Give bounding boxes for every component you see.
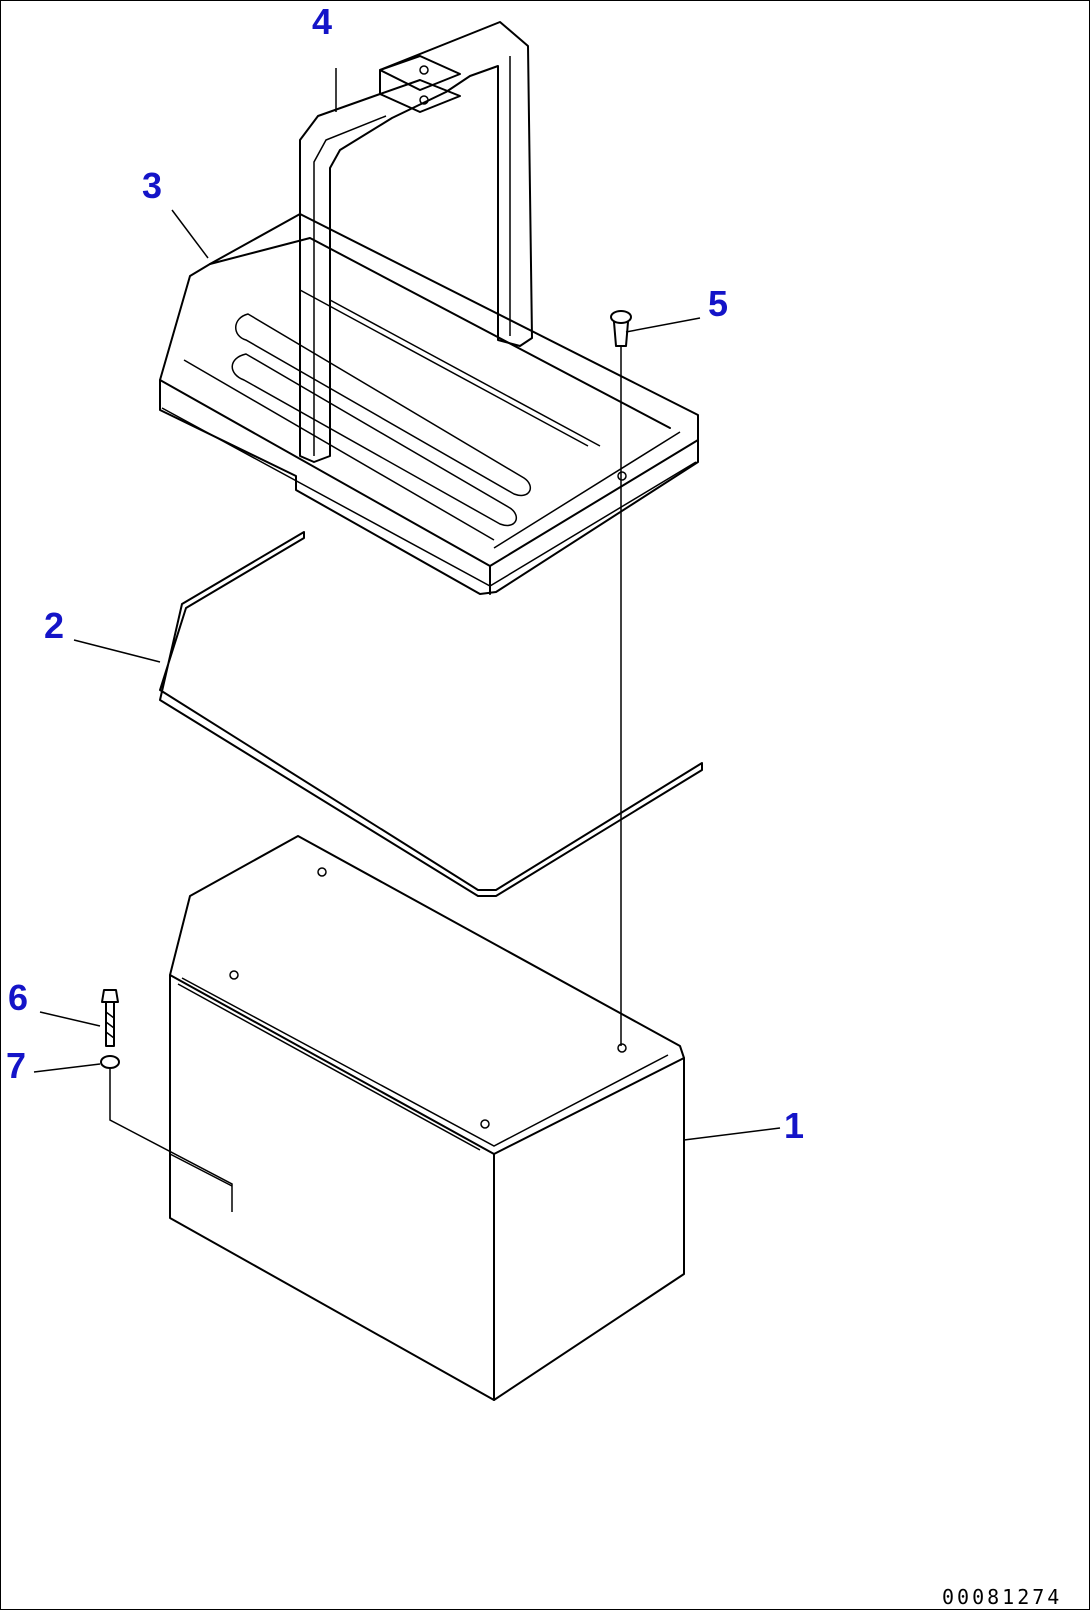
washer [100,1055,233,1212]
callout-1: 1 [784,1105,804,1146]
battery-box [169,835,685,1401]
callout-4: 4 [312,1,332,42]
callout-2: 2 [44,605,64,646]
callout-5: 5 [708,283,728,324]
callout-6: 6 [8,977,28,1018]
bolt [101,989,119,1047]
drawing-number: 00081274 [942,1585,1062,1609]
callout-7: 7 [6,1045,26,1086]
handle [299,21,533,463]
callout-3: 3 [142,165,162,206]
gasket-seal [159,531,703,897]
callout-labels: 1 2 3 4 5 6 7 [6,1,804,1146]
battery-cover [159,213,699,595]
screw [610,310,632,1046]
leader-lines [33,68,781,1141]
